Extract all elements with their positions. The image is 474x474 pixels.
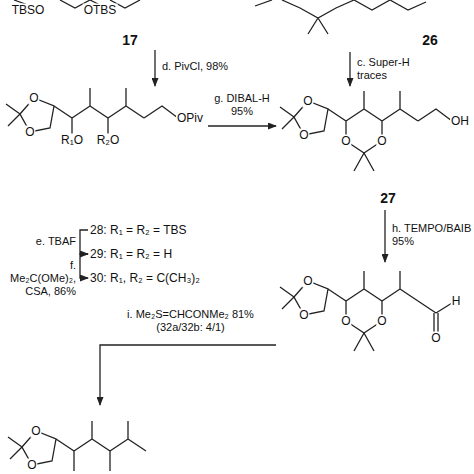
reagent-label: d. PivCl, 98% — [162, 60, 282, 73]
aldehyde-bond — [418, 301, 452, 333]
atom-label: O — [24, 126, 35, 139]
atom-label: O — [302, 95, 313, 108]
atom-label: O — [28, 92, 39, 105]
atom-label: R₁O — [60, 134, 84, 147]
compound-definition: 28: R₁ = R₂ = TBS — [90, 223, 187, 237]
compound-label: 29: R₁ = R₂ = H — [88, 246, 174, 262]
reagent-label: f. Me₂C(OMe)₂, CSA, 86% — [2, 259, 76, 298]
atom-label: O — [298, 129, 309, 142]
atom-label: O — [376, 315, 387, 328]
reaction-arrow — [80, 254, 88, 278]
reaction-arrow — [154, 50, 155, 86]
reagent-label: h. TEMPO/BAIB 95% — [392, 222, 472, 248]
reaction-arrow — [384, 210, 385, 262]
reaction-arrow — [100, 345, 276, 405]
atom-label: R₂O — [96, 134, 121, 147]
partial-structure — [255, 0, 426, 34]
atom-label: O — [298, 309, 309, 322]
atom-label: O — [30, 425, 41, 438]
structure: O O R₁O R₂O OPiv — [0, 86, 208, 148]
atom-label: O — [302, 275, 313, 288]
structure: TBSO OTBS 17 — [0, 0, 180, 50]
reaction-arrow — [80, 230, 88, 254]
reagent-label: g. DIBAL-H 95% — [210, 92, 274, 118]
structure-drawing — [280, 271, 418, 321]
structure: O O O O O H — [276, 262, 472, 362]
structure-drawing — [8, 421, 146, 471]
atom-label: H — [451, 295, 462, 308]
structure: O O O O OH 27 — [276, 86, 472, 210]
atom-label: OH — [450, 115, 470, 128]
atom-label: O — [376, 135, 387, 148]
structure-drawing — [280, 91, 418, 141]
compound-definition: 29: R₁ = R₂ = H — [90, 247, 172, 261]
atom-label: O — [26, 459, 37, 472]
atom-label: O — [430, 332, 441, 345]
structure: 26 — [250, 0, 474, 52]
atom-label: O — [340, 135, 351, 148]
reaction-arrow — [208, 125, 276, 126]
compound-number: 17 — [122, 32, 138, 48]
bond — [144, 106, 178, 118]
reagent-label: i. Me₂S=CHCONMe₂ 81% (32a/32b: 4/1) — [108, 308, 273, 334]
structure: OO — [0, 405, 160, 474]
compound-number: 26 — [422, 32, 438, 48]
reagent-label: c. Super-H traces — [357, 56, 429, 82]
reaction-arrow — [349, 52, 350, 86]
compound-number: 27 — [380, 190, 396, 206]
bond — [418, 109, 452, 121]
atom-label: OTBS — [83, 4, 118, 17]
compound-label: 30: R₁, R₂ = C(CH₃)₂ — [88, 270, 202, 286]
compound-definition: 30: R₁, R₂ = C(CH₃)₂ — [90, 271, 200, 285]
structure-drawing — [6, 88, 144, 138]
atom-label: TBSO — [11, 4, 46, 17]
compound-label: 28: R₁ = R₂ = TBS — [88, 222, 189, 238]
atom-label: OPiv — [176, 112, 204, 125]
atom-label: O — [340, 315, 351, 328]
reagent-label: e. TBAF — [18, 235, 76, 248]
